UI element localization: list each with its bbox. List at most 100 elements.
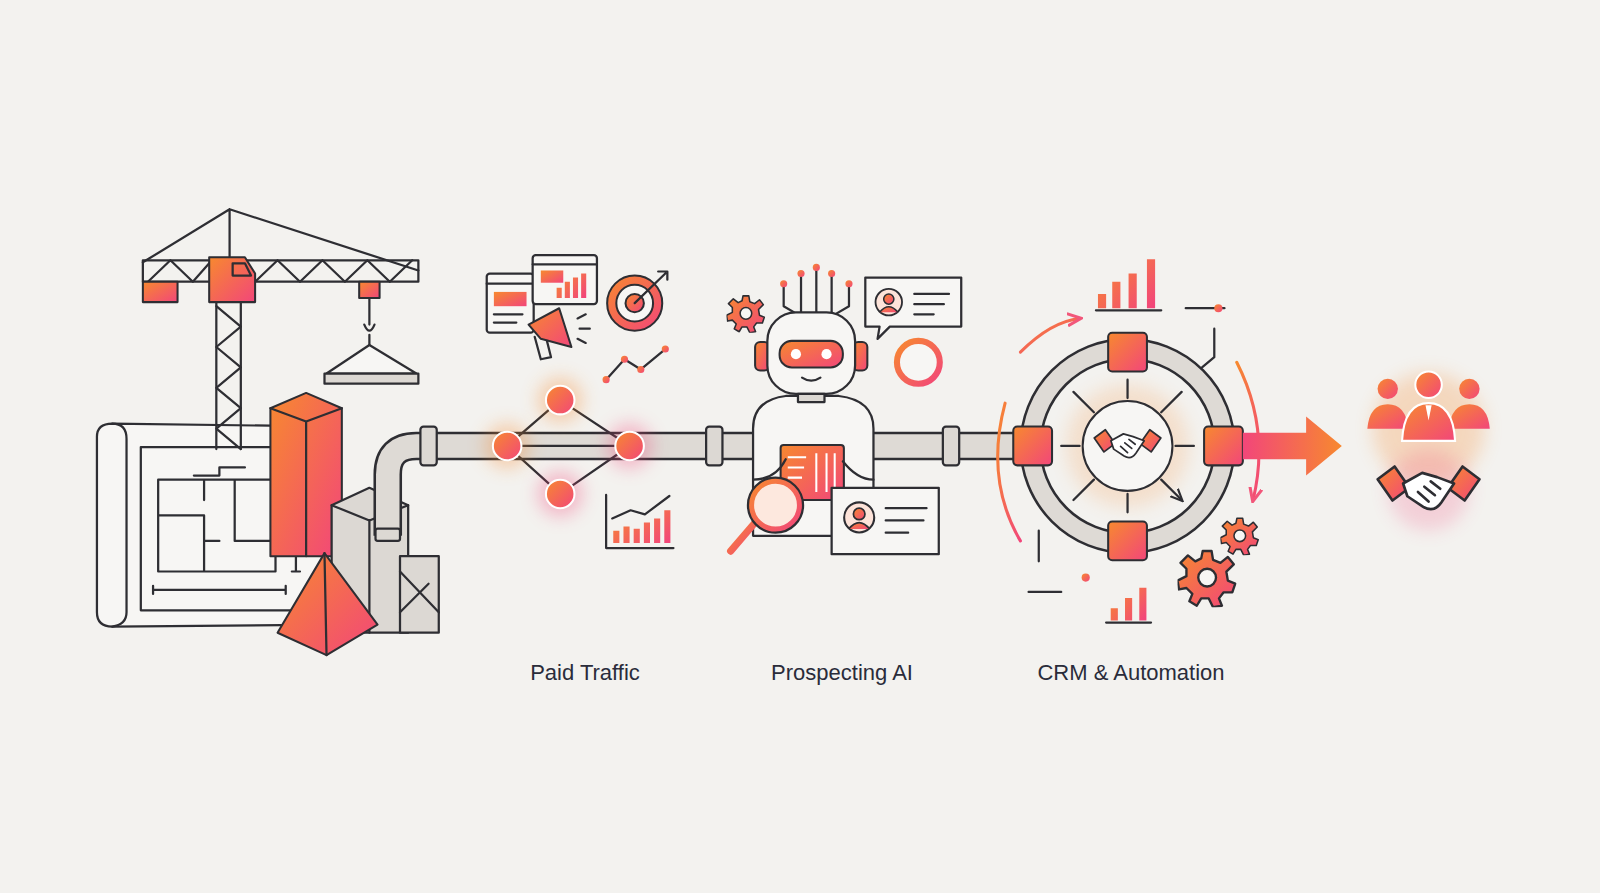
- crm-hub-part: [1220, 518, 1258, 555]
- pipeline-part: [706, 427, 722, 466]
- blueprint-scroll-part: [112, 424, 126, 627]
- ad-icons-part: [535, 337, 551, 359]
- crm-hub: [998, 259, 1259, 622]
- ad-icons-part: [494, 314, 523, 322]
- pipeline-part: [943, 427, 959, 466]
- traffic-network-part: [485, 424, 530, 469]
- prospecting-robot-part: [780, 280, 787, 287]
- crm-hub-part: [1082, 574, 1090, 582]
- ad-icons-part: [559, 274, 583, 298]
- prospecting-robot-part: [791, 349, 801, 359]
- blueprint-scroll-part: [194, 467, 245, 475]
- prospecting-robot-part: [914, 294, 949, 314]
- customers-part: [1415, 372, 1442, 399]
- traffic-network-part: [538, 378, 583, 423]
- output-arrow-part: [1243, 416, 1342, 475]
- prospecting-robot-part: [828, 270, 835, 277]
- ad-icons-part: [606, 349, 665, 380]
- crm-hub-part: [1096, 309, 1161, 311]
- crm-hub-part: [998, 403, 1021, 541]
- traffic-network-part: [546, 386, 575, 415]
- prospecting-robot-part: [751, 481, 800, 530]
- building-blocks-part: [324, 553, 326, 655]
- ad-icons-part: [612, 496, 669, 518]
- stage-label: Paid Traffic: [530, 660, 640, 686]
- building-blocks-part: [400, 556, 439, 633]
- building-blocks-part: [278, 553, 378, 655]
- crm-hub-part: [1202, 329, 1214, 368]
- prospecting-robot-part: [876, 289, 903, 316]
- ad-icons-part: [494, 292, 527, 306]
- blueprint-scroll-part: [158, 480, 275, 572]
- crm-hub-part: [1029, 575, 1072, 580]
- traffic-network-part: [538, 472, 583, 517]
- customers-part: [1449, 404, 1490, 428]
- traffic-network: [485, 378, 652, 517]
- customers: [1367, 372, 1489, 531]
- ad-icons-part: [621, 356, 628, 363]
- prospecting-robot-part: [780, 341, 843, 368]
- ad-icons: [487, 255, 674, 548]
- crm-hub-part: [1031, 349, 1225, 543]
- crane-part: [327, 345, 417, 374]
- ad-icons-part: [616, 510, 667, 543]
- ad-icons-part: [541, 270, 563, 282]
- stage-label: Prospecting AI: [771, 660, 913, 686]
- crane-part: [143, 282, 178, 302]
- ad-icons-part: [578, 314, 590, 343]
- ad-icons-part: [487, 274, 534, 333]
- stage-label: CRM & Automation: [1037, 660, 1224, 686]
- customers-part: [1459, 379, 1479, 399]
- prospecting-robot-part: [753, 459, 873, 479]
- customers-part: [1367, 404, 1408, 428]
- customers-part: [1402, 403, 1455, 441]
- prospecting-robot-part: [832, 488, 939, 554]
- prospecting-robot-part: [748, 478, 803, 533]
- customers-part: [1378, 467, 1480, 510]
- prospecting-robot-part: [821, 349, 831, 359]
- pipeline-part: [420, 427, 436, 466]
- crm-hub-part: [1038, 531, 1040, 562]
- pipeline-part: [376, 529, 400, 541]
- prospecting-robot-part: [797, 270, 804, 277]
- crane-part: [324, 374, 418, 384]
- crm-hub-part: [1061, 380, 1194, 513]
- ad-icons-part: [533, 263, 597, 265]
- traffic-network-part: [607, 424, 652, 469]
- crm-hub-part: [1178, 551, 1236, 607]
- prospecting-robot-part: [802, 378, 820, 381]
- ad-icons-part: [662, 345, 669, 352]
- ad-icons-part: [603, 376, 610, 383]
- crane-part: [216, 306, 240, 449]
- prospecting-robot-part: [897, 341, 940, 384]
- crm-hub-part: [1031, 349, 1225, 543]
- traffic-network-part: [493, 432, 522, 461]
- ad-icons-part: [487, 283, 534, 285]
- crm-hub-part: [1013, 427, 1052, 466]
- prospecting-robot-part: [844, 502, 874, 532]
- prospecting-robot-part: [767, 312, 855, 394]
- crane-part: [143, 260, 419, 281]
- crm-hub-part: [1102, 259, 1151, 308]
- output-arrow: [1243, 416, 1342, 475]
- ad-icons-part: [606, 495, 673, 548]
- prospecting-robot-part: [886, 508, 927, 532]
- crm-hub-part: [1214, 304, 1222, 312]
- crane-part: [233, 263, 251, 275]
- traffic-network-part: [546, 480, 575, 509]
- crane-part: [148, 260, 412, 281]
- ad-icons-part: [533, 255, 597, 304]
- crm-hub-part: [1114, 588, 1143, 621]
- prospecting-robot-part: [784, 270, 849, 316]
- ad-icons-part: [635, 272, 668, 304]
- crm-hub-part: [1106, 621, 1151, 623]
- prospecting-robot-part: [798, 394, 825, 402]
- prospecting-robot-part: [845, 280, 852, 287]
- prospecting-robot-part: [865, 278, 961, 339]
- crm-hub-part: [1083, 401, 1173, 491]
- crm-hub-part: [1094, 430, 1161, 458]
- crane-part: [364, 325, 374, 347]
- crane-part: [368, 298, 370, 325]
